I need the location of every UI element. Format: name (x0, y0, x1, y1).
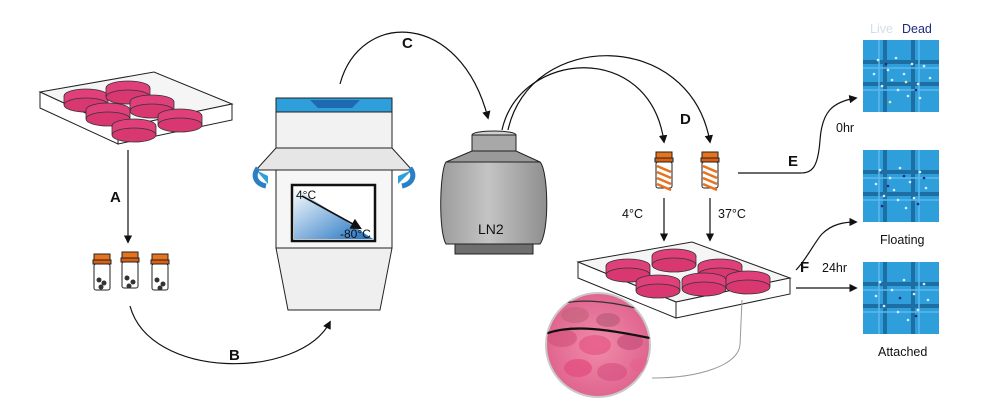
tank-label: LN2 (478, 221, 504, 237)
culture-plate-left (38, 71, 234, 145)
arrow-c (339, 31, 491, 120)
culture-plate-right (576, 241, 792, 379)
step-label-e: E (788, 153, 798, 170)
thaw-cold-label: 4°C (622, 207, 643, 221)
time-label-0hr: 0hr (836, 121, 854, 135)
step-label-b: B (229, 347, 240, 364)
cryovials (92, 251, 170, 291)
thaw-vials (654, 151, 720, 192)
assay-grid-attached (861, 260, 941, 336)
controlled-rate-freezer (252, 97, 416, 311)
arrow-f-floating (795, 217, 858, 271)
result-label-floating: Floating (880, 233, 925, 247)
step-label-c: C (402, 35, 413, 52)
ln2-dewar (440, 130, 548, 255)
assay-grid-0hr (861, 38, 941, 114)
result-label-attached: Attached (878, 345, 927, 359)
assay-grid-floating (861, 148, 941, 224)
magnified-cells (545, 292, 651, 398)
freezer-end-temp: -80°C (340, 227, 371, 241)
freezer-start-temp: 4°C (296, 188, 316, 202)
arrow-d-warm (507, 55, 713, 144)
arrow-b (129, 305, 331, 365)
arrow-e (738, 94, 858, 174)
thaw-warm-label: 37°C (718, 207, 746, 221)
arrow-d-cold (501, 67, 668, 144)
step-label-a: A (110, 189, 121, 206)
legend-dead: Dead (902, 22, 932, 36)
step-label-f: F (800, 259, 809, 276)
legend-live: Live (870, 22, 893, 36)
step-label-d: D (680, 111, 691, 128)
time-label-24hr: 24hr (822, 261, 847, 275)
